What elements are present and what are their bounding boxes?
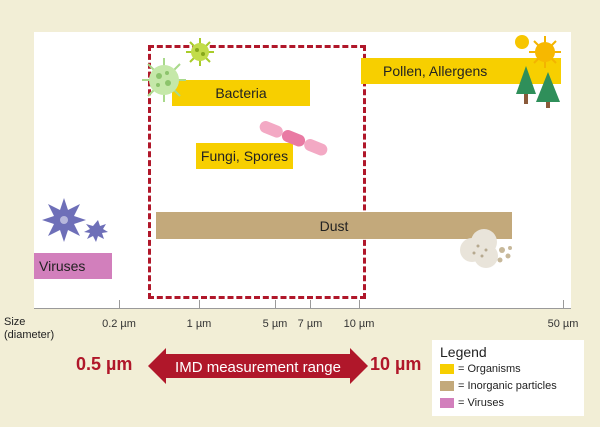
axis-tick (310, 300, 311, 309)
legend-item-viruses: = Viruses (440, 397, 504, 409)
axis-tick (359, 300, 360, 309)
fungi-spores-bar: Fungi, Spores (196, 143, 293, 169)
dust-cloud-icon (460, 229, 512, 268)
axis-tick (119, 300, 120, 309)
tick-label-1um: 1 µm (186, 318, 212, 330)
size-axis (34, 308, 571, 309)
range-arrow: IMD measurement range (148, 348, 368, 384)
range-arrow-label: IMD measurement range (175, 359, 341, 376)
measurement-range-box (148, 45, 366, 299)
axis-tick (275, 300, 276, 309)
bacteria-bar: Bacteria (172, 80, 310, 106)
legend-swatch-inorganic (440, 381, 454, 391)
tree-icon (516, 66, 560, 108)
range-start-label: 0.5 µm (76, 354, 133, 374)
legend-swatch-organisms (440, 364, 454, 374)
legend-label-organisms: = Organisms (458, 363, 521, 375)
germ-icon (186, 38, 214, 66)
tick-label-7um: 7 µm (297, 318, 323, 330)
size-axis-label: Size (diameter) (4, 316, 54, 342)
legend-label-inorganic: = Inorganic particles (458, 380, 557, 392)
legend-item-inorganic: = Inorganic particles (440, 380, 557, 392)
viruses-bar: Viruses (34, 253, 112, 279)
range-end-label: 10 µm (370, 354, 422, 374)
virus-icon (42, 198, 108, 242)
dust-bar: Dust (156, 212, 512, 239)
bacteria-icon (142, 58, 186, 102)
legend-item-organisms: = Organisms (440, 363, 521, 375)
tick-label-0-2um: 0.2 µm (102, 318, 136, 330)
legend-swatch-viruses (440, 398, 454, 408)
sun-icon (515, 35, 561, 68)
size-label-line1: Size (4, 316, 26, 328)
tick-label-50um: 50 µm (547, 318, 579, 330)
measurement-range: 0.5 µm IMD measurement range 10 µm (0, 346, 600, 386)
axis-tick (563, 300, 564, 309)
legend-label-viruses: = Viruses (458, 397, 504, 409)
spore-icon (259, 121, 328, 156)
tick-label-10um: 10 µm (343, 318, 375, 330)
axis-tick (199, 300, 200, 309)
legend-title: Legend (440, 344, 487, 360)
legend: Legend = Organisms = Inorganic particles… (432, 340, 584, 416)
tick-label-5um: 5 µm (262, 318, 288, 330)
size-label-line2: (diameter) (4, 329, 55, 341)
